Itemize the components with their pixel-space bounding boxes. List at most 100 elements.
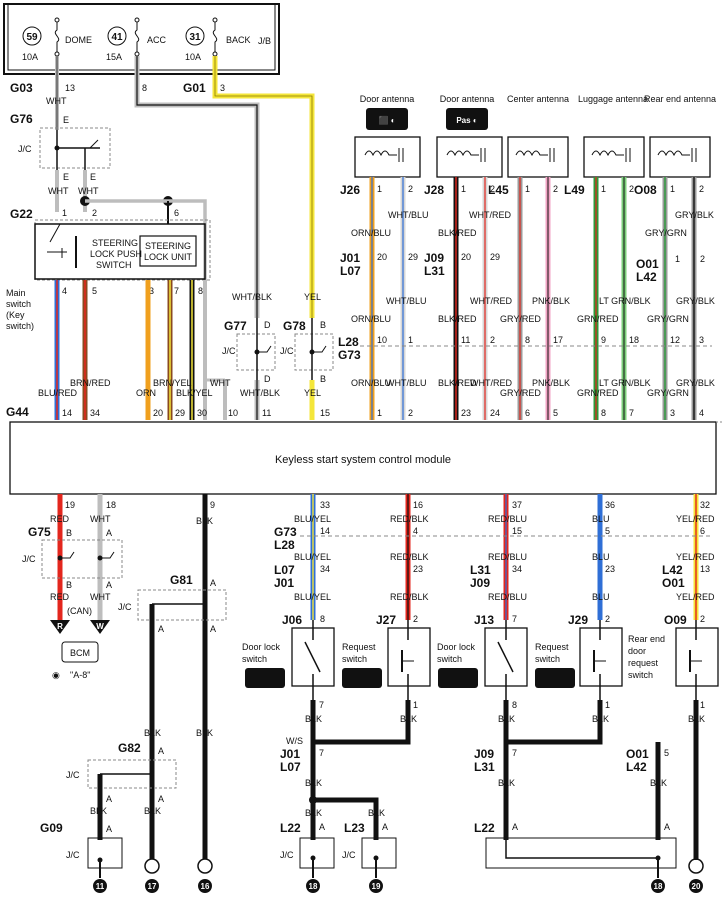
svg-text:6: 6 xyxy=(174,208,179,218)
conn-g22: G22 xyxy=(10,207,33,221)
svg-text:J/C: J/C xyxy=(280,850,294,860)
svg-text:A: A xyxy=(210,578,216,588)
svg-text:YEL/RED: YEL/RED xyxy=(676,514,715,524)
svg-text:L49: L49 xyxy=(564,183,585,197)
svg-text:10: 10 xyxy=(377,335,387,345)
conn-g03: G03 xyxy=(10,81,33,95)
conn-g82: G82 xyxy=(118,741,141,755)
svg-text:8: 8 xyxy=(601,408,606,418)
svg-text:6: 6 xyxy=(700,526,705,536)
svg-text:J/C: J/C xyxy=(66,850,80,860)
conn-g78: G78 xyxy=(283,319,306,333)
svg-text:1: 1 xyxy=(408,335,413,345)
svg-text:14: 14 xyxy=(320,526,330,536)
svg-text:11: 11 xyxy=(262,408,271,418)
module-title: Keyless start system control module xyxy=(275,454,451,466)
svg-text:13: 13 xyxy=(65,83,75,93)
svg-text:J28: J28 xyxy=(424,183,444,197)
svg-text:J/C: J/C xyxy=(22,554,36,564)
svg-text:30: 30 xyxy=(197,408,207,418)
svg-text:34: 34 xyxy=(320,564,330,574)
svg-text:Main: Main xyxy=(6,288,26,298)
svg-text:4: 4 xyxy=(413,526,418,536)
svg-text:A: A xyxy=(106,528,112,538)
antenna-coil-2 xyxy=(436,136,503,178)
svg-text:7: 7 xyxy=(319,748,324,758)
svg-text:L07: L07 xyxy=(340,264,361,278)
svg-text:1: 1 xyxy=(413,700,418,710)
svg-text:RED: RED xyxy=(50,514,70,524)
conn-g77: G77 xyxy=(224,319,247,333)
svg-text:34: 34 xyxy=(512,564,522,574)
antenna-coil-1 xyxy=(354,136,421,178)
svg-text:1: 1 xyxy=(700,700,705,710)
svg-text:BLU/YEL: BLU/YEL xyxy=(294,592,331,602)
g76-jc-box xyxy=(39,127,111,169)
svg-text:19: 19 xyxy=(372,882,381,891)
svg-text:WHT: WHT xyxy=(46,96,67,106)
svg-text:J01: J01 xyxy=(280,747,300,761)
keyless-module xyxy=(9,421,717,495)
fuse-59-name: DOME xyxy=(65,35,92,45)
svg-text:J06: J06 xyxy=(282,613,302,627)
svg-text:1: 1 xyxy=(670,184,675,194)
svg-text:1: 1 xyxy=(377,408,382,418)
svg-text:WHT/BLU: WHT/BLU xyxy=(386,378,427,388)
svg-text:L22: L22 xyxy=(280,821,301,835)
svg-text:YEL/RED: YEL/RED xyxy=(676,592,715,602)
svg-text:ORN: ORN xyxy=(136,388,156,398)
svg-text:RED: RED xyxy=(50,592,70,602)
svg-text:E: E xyxy=(63,115,69,125)
svg-text:J09: J09 xyxy=(474,747,494,761)
switch-title-4-l1: Request xyxy=(535,642,569,652)
svg-text:BLK/YEL: BLK/YEL xyxy=(176,388,213,398)
svg-text:WHT/BLU: WHT/BLU xyxy=(386,296,427,306)
svg-text:7: 7 xyxy=(174,286,179,296)
wire-back-yel xyxy=(212,56,315,318)
svg-text:J/C: J/C xyxy=(118,602,132,612)
svg-text:B: B xyxy=(320,374,326,384)
svg-text:BRN/YEL: BRN/YEL xyxy=(153,378,192,388)
svg-text:9: 9 xyxy=(601,335,606,345)
svg-text:8: 8 xyxy=(142,83,147,93)
svg-text:3: 3 xyxy=(149,286,154,296)
svg-text:2: 2 xyxy=(700,614,705,624)
svg-text:BLK/RED: BLK/RED xyxy=(438,378,477,388)
fuse-41-num: 41 xyxy=(111,32,123,43)
svg-text:GRY/GRN: GRY/GRN xyxy=(647,388,689,398)
svg-text:11: 11 xyxy=(96,882,105,891)
svg-text:J/C: J/C xyxy=(222,346,236,356)
antenna-title-3: Center antenna xyxy=(507,94,569,104)
fuse-31-amp: 10A xyxy=(185,52,201,62)
svg-text:RED/BLU: RED/BLU xyxy=(488,592,527,602)
door-antenna-icon-1: ⬛ ◐ xyxy=(366,108,408,130)
switch-title-2-l1: Request xyxy=(342,642,376,652)
svg-text:10: 10 xyxy=(228,408,238,418)
antenna-coil-3 xyxy=(507,136,569,178)
conn-g76: G76 xyxy=(10,112,33,126)
svg-text:16: 16 xyxy=(201,882,210,891)
svg-text:2: 2 xyxy=(408,184,413,194)
svg-text:34: 34 xyxy=(90,408,100,418)
fuse-31-circle xyxy=(185,26,205,46)
antenna-title-4: Luggage antenna xyxy=(578,94,648,104)
svg-text:8: 8 xyxy=(512,700,517,710)
svg-text:1: 1 xyxy=(605,700,610,710)
svg-text:BLU: BLU xyxy=(592,552,610,562)
svg-text:23: 23 xyxy=(413,564,423,574)
svg-text:2: 2 xyxy=(408,408,413,418)
switch-j06 xyxy=(291,620,335,700)
svg-text:A: A xyxy=(106,580,112,590)
switch-j27 xyxy=(387,620,431,700)
svg-text:BLK: BLK xyxy=(196,728,213,738)
fuse-41-name: ACC xyxy=(147,35,167,45)
svg-text:J01: J01 xyxy=(340,251,360,265)
svg-text:L07: L07 xyxy=(274,563,295,577)
svg-text:GRY/BLK: GRY/BLK xyxy=(676,378,715,388)
svg-text:ORN/BLU: ORN/BLU xyxy=(351,228,391,238)
svg-text:O09: O09 xyxy=(664,613,687,627)
svg-text:ORN/BLU: ORN/BLU xyxy=(351,378,391,388)
door-lock-icon-2 xyxy=(438,668,478,688)
switch-o09 xyxy=(675,620,719,700)
svg-text:2: 2 xyxy=(413,614,418,624)
